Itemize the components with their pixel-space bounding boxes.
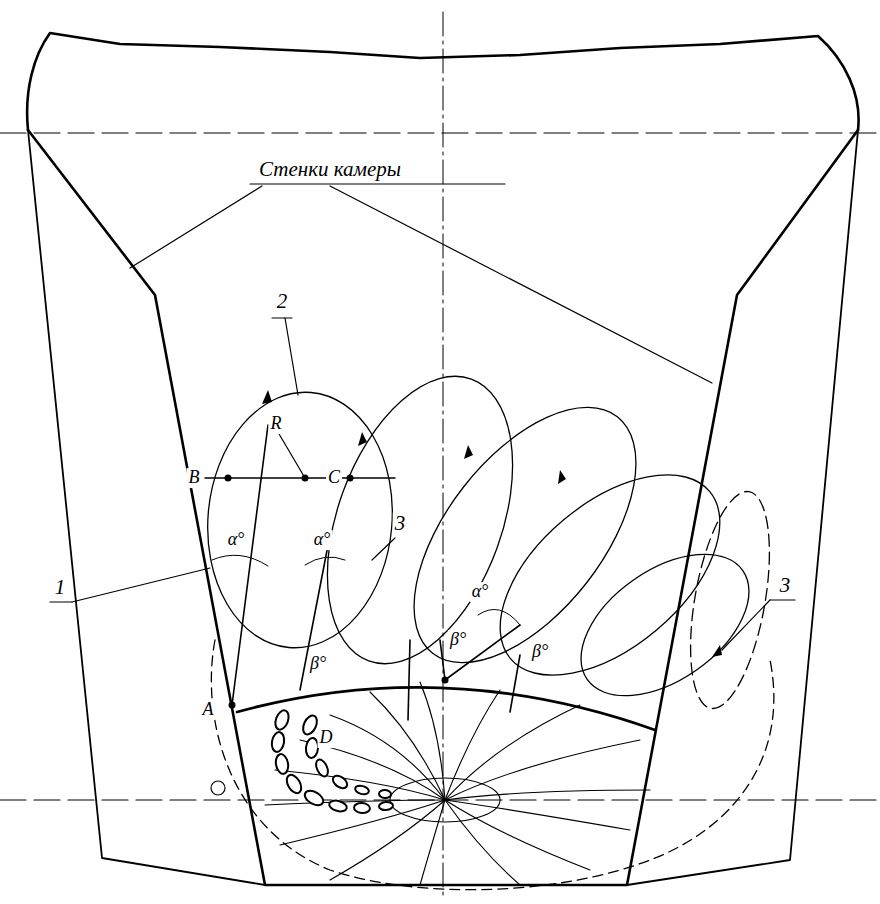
angle-label: α° bbox=[226, 530, 247, 550]
angle-label: α° bbox=[470, 582, 491, 602]
callout-number: 1 bbox=[53, 576, 68, 599]
point-letter: C bbox=[326, 468, 342, 488]
callout-number: 2 bbox=[275, 290, 290, 313]
angle-label: β° bbox=[448, 630, 468, 650]
angle-label: β° bbox=[308, 654, 328, 674]
angle-label: β° bbox=[530, 642, 550, 662]
point-letter: A bbox=[201, 700, 216, 720]
angle-label: α° bbox=[312, 530, 333, 550]
callout-number: 3 bbox=[778, 574, 793, 597]
point-letter: D bbox=[318, 728, 335, 748]
callout-number: 3 bbox=[393, 512, 408, 535]
dimension-symbol: R bbox=[269, 414, 284, 434]
part-name: Стенки камеры bbox=[257, 158, 403, 181]
point-letter: B bbox=[187, 468, 202, 488]
